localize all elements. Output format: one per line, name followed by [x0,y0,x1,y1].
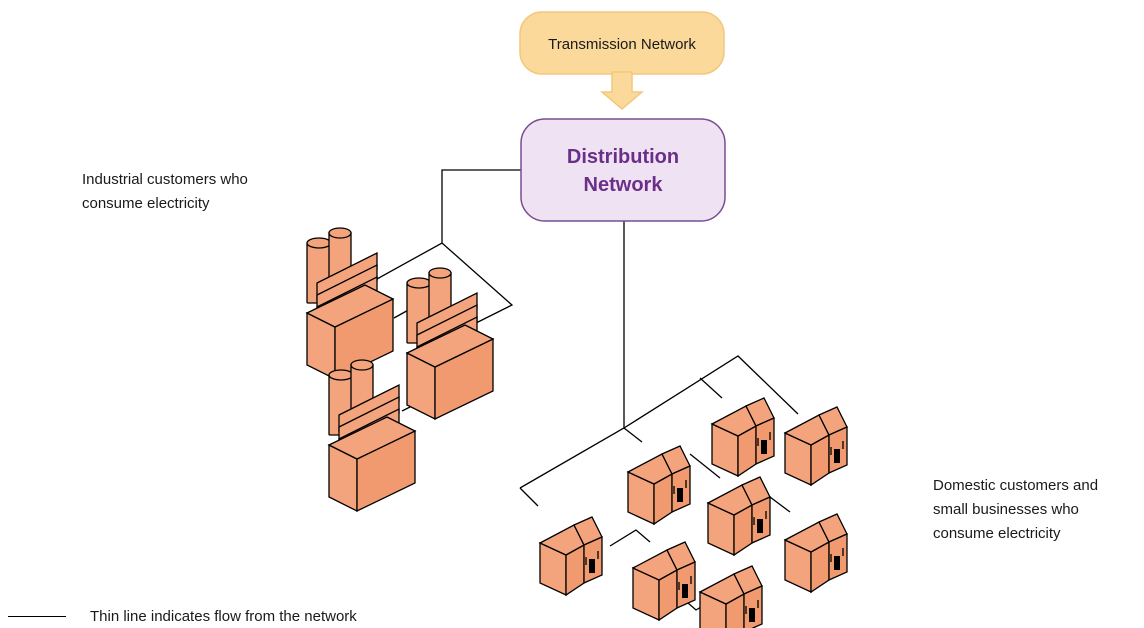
house-icon [632,541,696,621]
transmission-network-node: Transmission Network [519,11,725,75]
flow-arrow [599,71,645,110]
domestic-caption-line2: small businesses who [933,501,1079,518]
network-lines [376,169,799,611]
house-icon [711,397,775,477]
industrial-customers-caption: Industrial customers who consume electri… [82,168,248,216]
distribution-network-label-line2: Network [584,174,664,196]
house-icon [627,445,691,525]
house-icon [784,406,848,486]
distribution-network-label-line1: Distribution [567,146,679,168]
industrial-caption-line1: Industrial customers who [82,171,248,188]
domestic-caption-line3: consume electricity [933,525,1061,542]
house-icon [707,476,771,556]
legend-line-sample [8,616,66,617]
distribution-network-node: Distribution Network [520,118,726,222]
house-icon [784,513,848,593]
domestic-customers-caption: Domestic customers and small businesses … [933,474,1098,546]
domestic-customers [539,397,848,628]
domestic-caption-line1: Domestic customers and [933,477,1099,494]
legend-text: Thin line indicates flow from the networ… [90,608,357,625]
factory-icon [306,227,394,380]
factory-icon [406,267,494,420]
house-icon [699,565,763,628]
industrial-caption-line2: consume electricity [82,195,210,212]
transmission-network-label: Transmission Network [548,36,696,53]
industrial-customers [306,227,494,512]
house-icon [539,516,603,596]
factory-icon [328,359,416,512]
